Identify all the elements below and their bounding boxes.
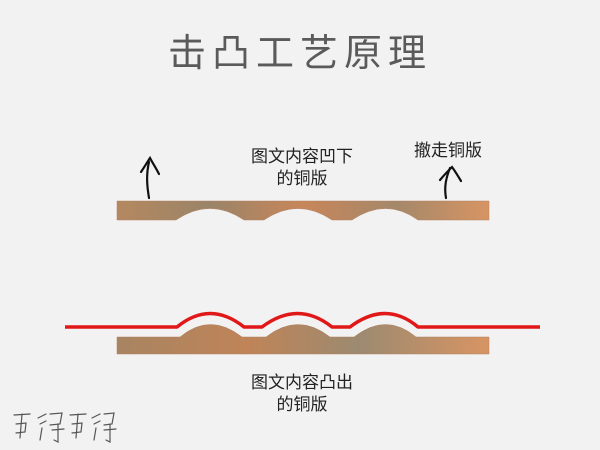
convex-plate-label-line1: 图文内容凸出 (251, 373, 353, 393)
convex-copper-plate (116, 324, 490, 355)
lift-arrow-left-icon (139, 155, 161, 200)
concave-plate-label: 图文内容凹下 的铜版 (222, 146, 382, 190)
concave-plate-label-line1: 图文内容凹下 (251, 147, 353, 167)
diagram-title: 击凸工艺原理 (167, 31, 432, 75)
concave-copper-plate (116, 200, 490, 221)
lift-arrow-right-icon (438, 165, 463, 200)
convex-plate-label: 图文内容凸出 的铜版 (222, 372, 382, 416)
watermark-signature (13, 412, 117, 443)
convex-plate-label-line2: 的铜版 (276, 395, 328, 415)
remove-plate-label: 撤走铜版 (414, 141, 482, 161)
embossed-paper-line (65, 311, 540, 329)
concave-plate-label-line2: 的铜版 (276, 169, 328, 189)
